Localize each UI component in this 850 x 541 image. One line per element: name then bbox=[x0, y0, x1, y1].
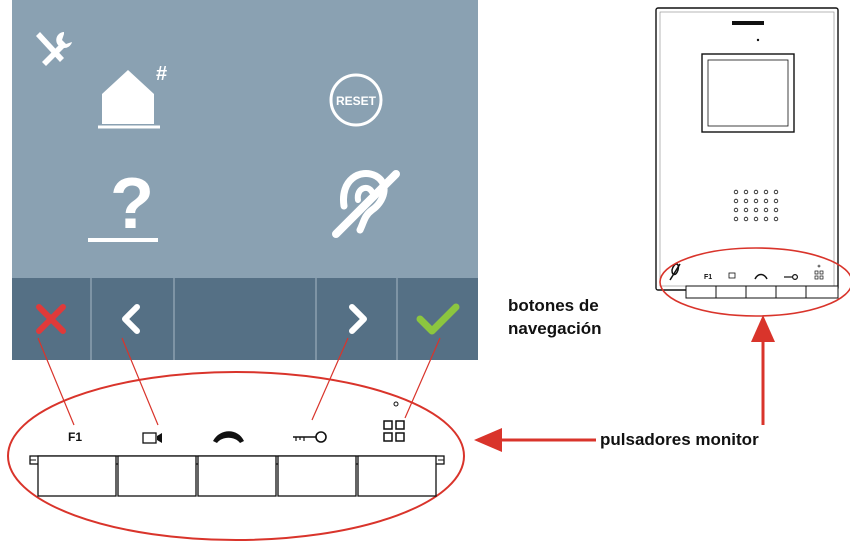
key-icon bbox=[293, 431, 327, 443]
device-f1-label: F1 bbox=[704, 274, 712, 281]
empty-button[interactable] bbox=[175, 278, 317, 360]
physical-key-camera bbox=[117, 455, 197, 497]
monitor-screen: # RESET ? bbox=[12, 0, 478, 360]
chevron-left-icon bbox=[122, 304, 141, 334]
physical-key-lock bbox=[277, 455, 357, 497]
reset-icon[interactable]: RESET bbox=[328, 72, 384, 128]
keypad-callout-ellipse bbox=[7, 371, 465, 541]
hearing-loop-icon[interactable] bbox=[324, 160, 406, 246]
handset-icon bbox=[213, 431, 244, 443]
cancel-button[interactable] bbox=[12, 278, 92, 360]
speaker-grille bbox=[733, 189, 779, 222]
help-icon[interactable]: ? bbox=[86, 160, 176, 246]
f1-key-label: F1 bbox=[68, 430, 83, 444]
navigation-label-line1: botones de bbox=[508, 296, 599, 315]
previous-button[interactable] bbox=[92, 278, 176, 360]
tools-icon[interactable] bbox=[34, 28, 76, 68]
physical-key-menu bbox=[357, 455, 437, 497]
pointer-arrow-keypad bbox=[474, 428, 596, 452]
leader-line-camera bbox=[121, 337, 159, 426]
navigation-buttons-label: botones de navegación bbox=[508, 294, 602, 340]
physical-key-handset bbox=[197, 455, 277, 497]
physical-key-f1 bbox=[37, 455, 117, 497]
navigation-label-line2: navegación bbox=[508, 319, 602, 338]
leader-line-menu bbox=[404, 337, 441, 419]
confirm-button[interactable] bbox=[398, 278, 478, 360]
close-icon bbox=[35, 304, 66, 334]
device-keypad-callout-ellipse bbox=[659, 247, 850, 317]
menu-grid-icon bbox=[383, 401, 405, 442]
device-screen bbox=[701, 53, 795, 133]
address-setup-icon[interactable]: # bbox=[98, 60, 188, 130]
physical-keypad bbox=[29, 455, 445, 497]
pointer-arrow-device bbox=[751, 315, 775, 425]
leader-line-f1 bbox=[37, 337, 75, 426]
hearing-loop-device-icon bbox=[671, 263, 680, 276]
monitor-buttons-label: pulsadores monitor bbox=[600, 430, 759, 449]
camera-icon bbox=[142, 432, 162, 444]
next-button[interactable] bbox=[317, 278, 399, 360]
checkmark-icon bbox=[416, 303, 460, 335]
brand-logo bbox=[732, 21, 764, 25]
navigation-bar bbox=[12, 278, 478, 360]
reset-icon-text: RESET bbox=[336, 94, 377, 108]
help-question-mark: ? bbox=[110, 164, 154, 244]
chevron-right-icon bbox=[348, 304, 367, 334]
address-hash-symbol: # bbox=[156, 63, 167, 85]
monitor-device: F1 bbox=[655, 7, 839, 299]
